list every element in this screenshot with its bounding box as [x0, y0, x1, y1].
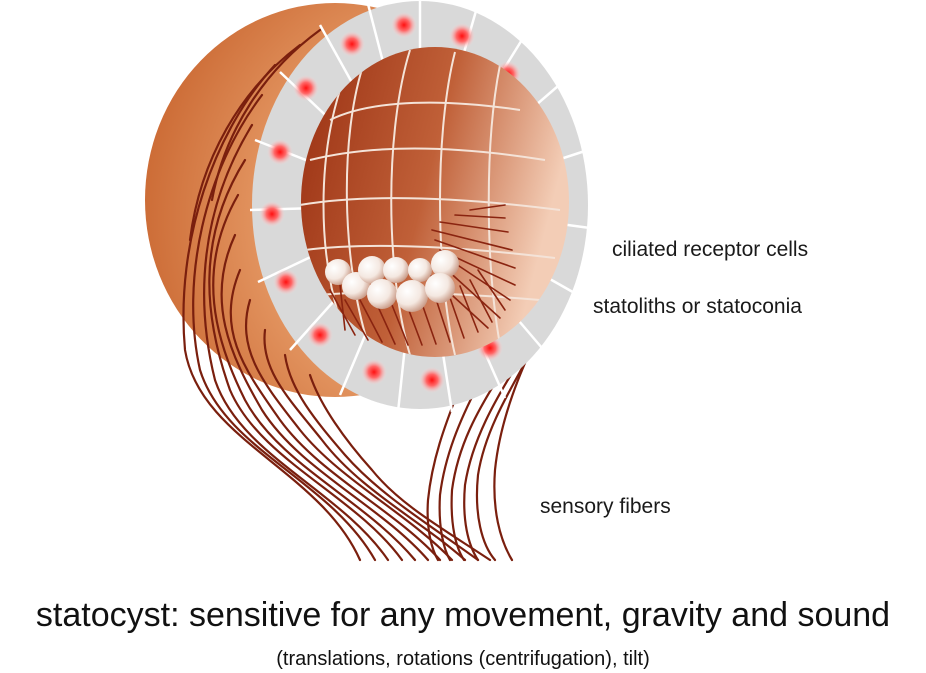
- statolith: [396, 280, 428, 312]
- statolith: [383, 257, 409, 283]
- statolith: [367, 279, 397, 309]
- diagram-title: statocyst: sensitive for any movement, g…: [0, 596, 926, 635]
- statolith: [425, 273, 455, 303]
- nucleus-1: [391, 12, 417, 38]
- nucleus-13: [259, 201, 285, 227]
- nucleus-14: [267, 139, 293, 165]
- nucleus-11: [307, 322, 333, 348]
- nucleus-12: [273, 269, 299, 295]
- diagram-subtitle: (translations, rotations (centrifugation…: [0, 648, 926, 671]
- label-statoliths: statoliths or statoconia: [593, 295, 802, 319]
- nucleus-15: [293, 75, 319, 101]
- nucleus-10: [361, 359, 387, 385]
- label-sensory-fibers: sensory fibers: [540, 495, 671, 519]
- nucleus-2: [449, 23, 475, 49]
- label-ciliated-receptor-cells: ciliated receptor cells: [612, 238, 808, 262]
- nucleus-9: [419, 367, 445, 393]
- statolith: [408, 258, 432, 282]
- nucleus-16: [339, 31, 365, 57]
